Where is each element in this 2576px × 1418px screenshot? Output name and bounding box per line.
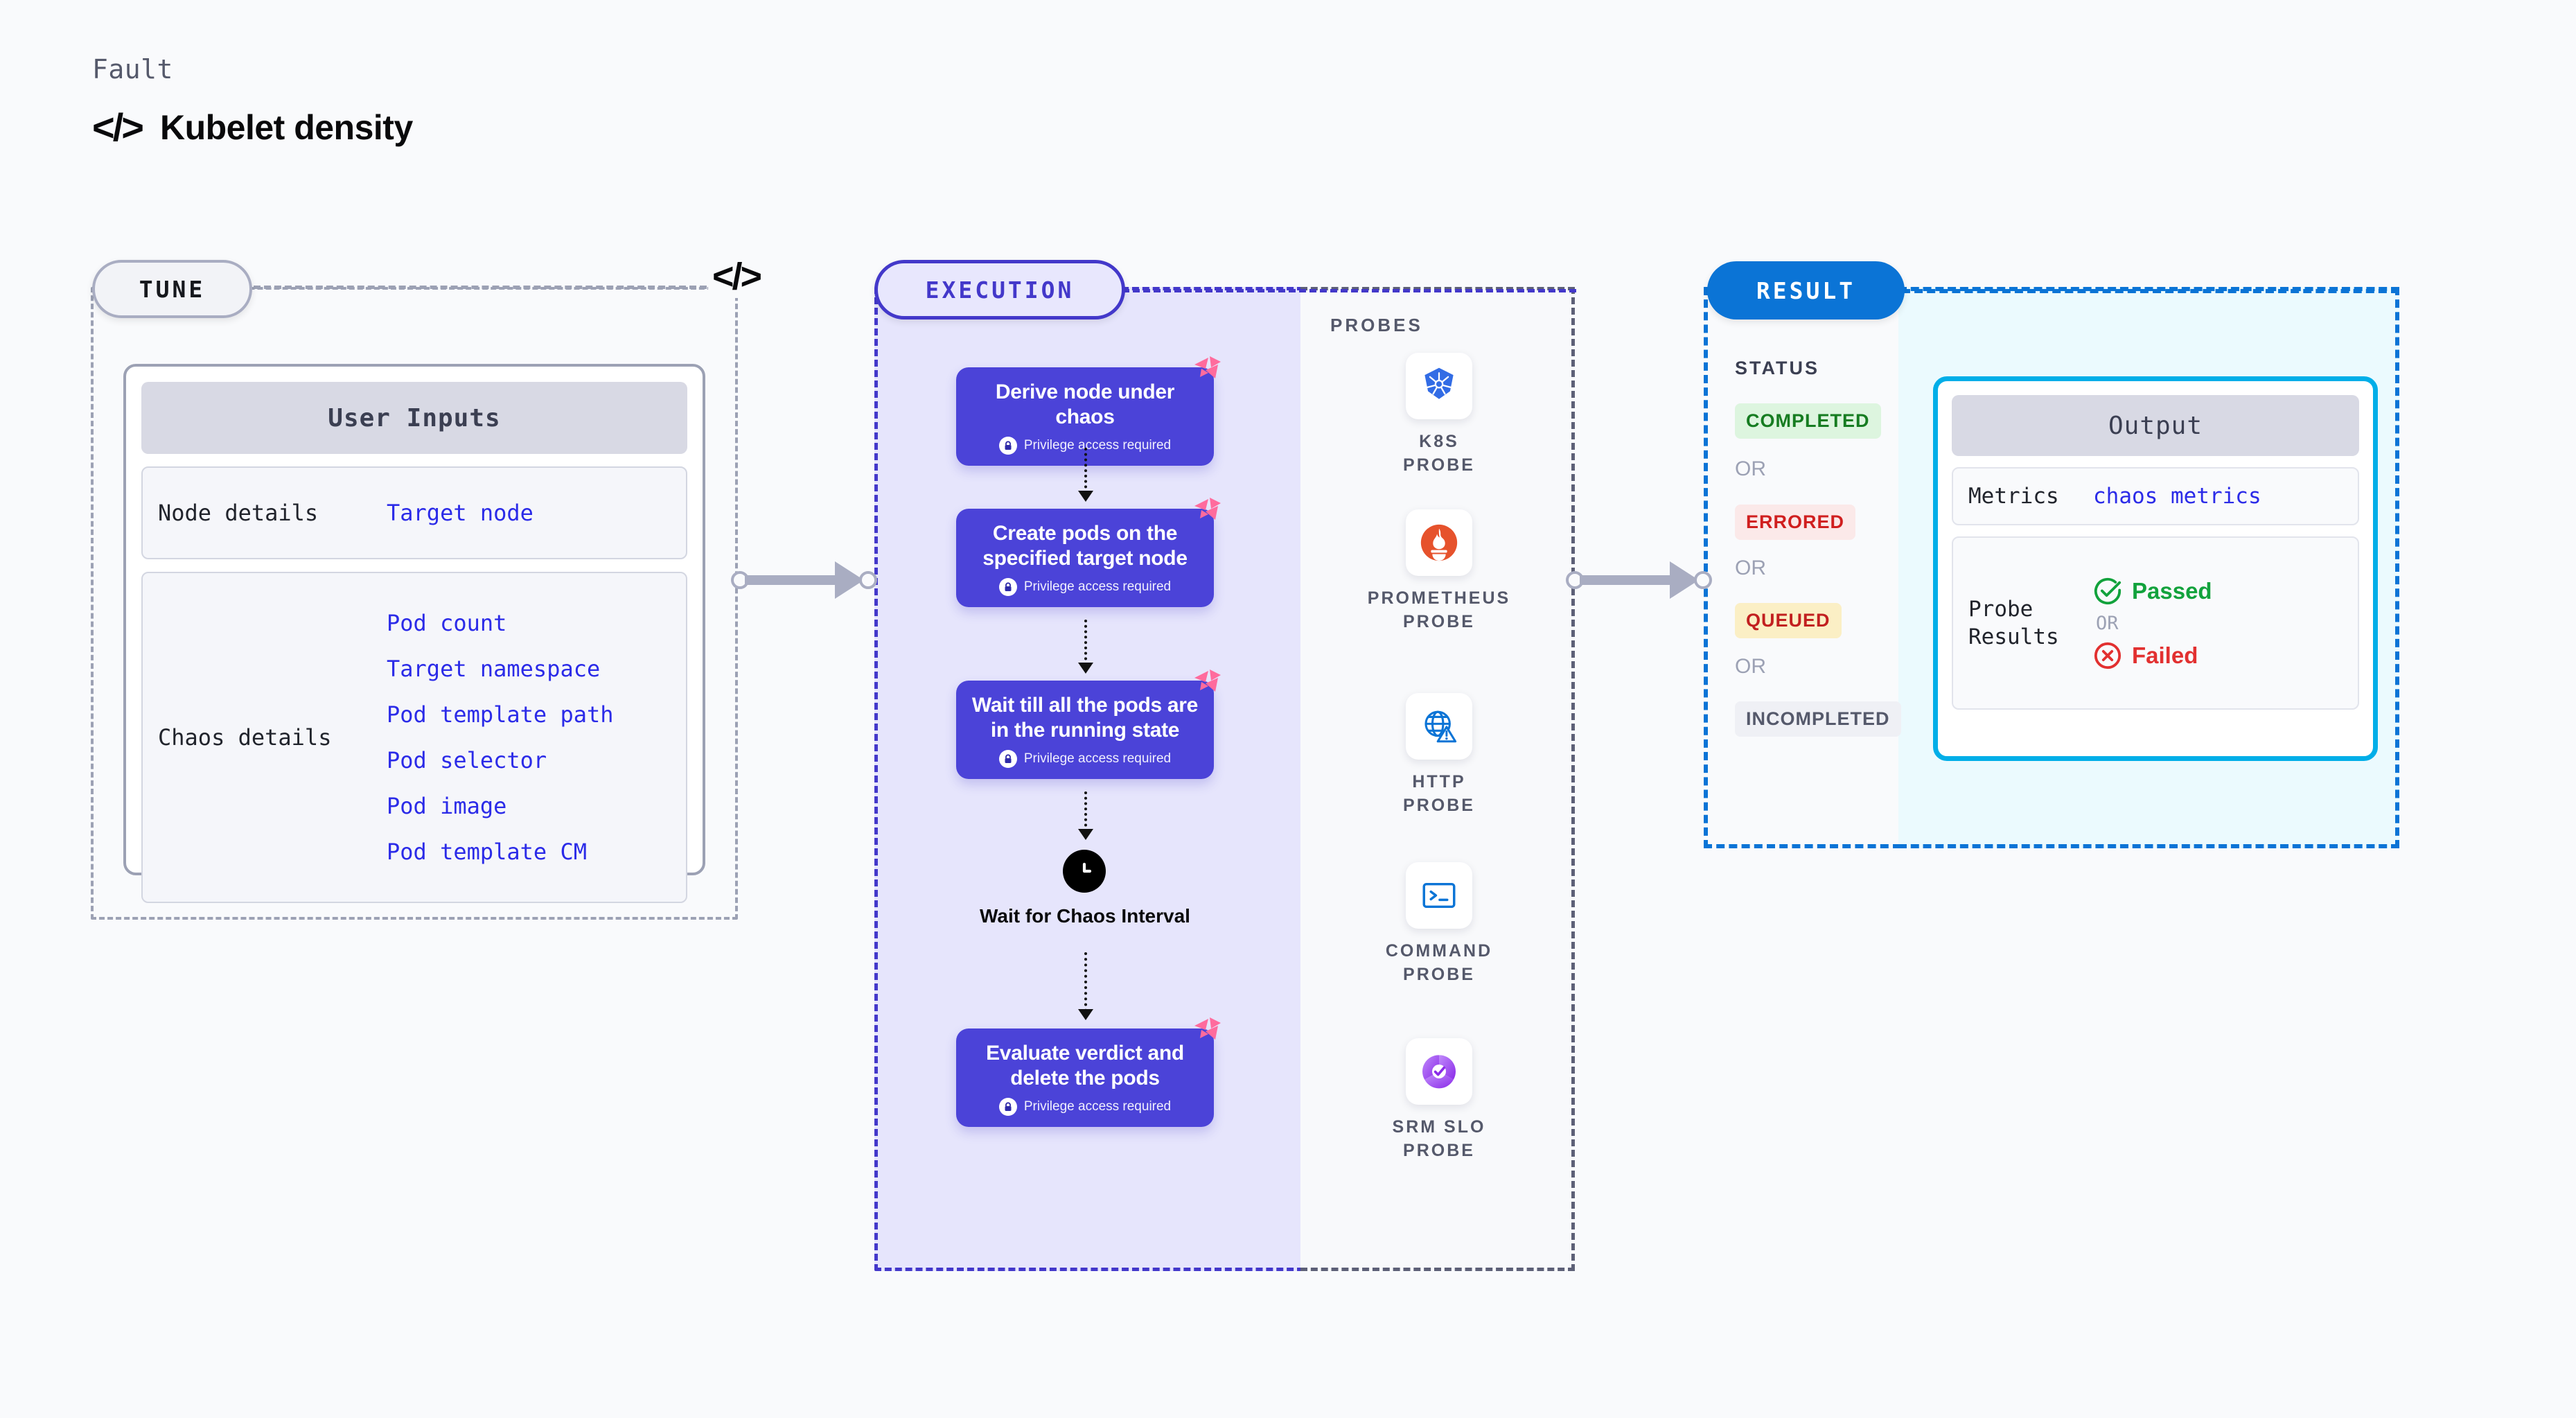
output-metrics-value[interactable]: chaos metrics [2093, 484, 2261, 509]
tune-header-dash [254, 286, 707, 289]
arrow-tune-to-execution [731, 561, 880, 599]
result-header-dash [1902, 289, 2399, 293]
harness-logo-icon [1194, 669, 1221, 692]
tune-row-label: Node details [158, 500, 319, 526]
tune-value-pod-template-path[interactable]: Pod template path [387, 701, 614, 728]
probe-label: K8S PROBE [1403, 432, 1475, 475]
status-heading: STATUS [1735, 358, 1819, 378]
flow-node-privilege-note: Privilege access required [970, 578, 1200, 596]
prometheus-icon [1406, 509, 1472, 576]
page-eyebrow: Fault [92, 54, 173, 85]
verdict-failed: Failed [2093, 641, 2212, 670]
privilege-note-text: Privilege access required [1023, 438, 1172, 453]
result-stage-box [1704, 287, 1901, 848]
privilege-note-text: Privilege access required [1023, 751, 1172, 766]
probe-label: SRM SLO PROBE [1392, 1117, 1486, 1160]
output-probe-results-label: Probe Results [1968, 596, 2059, 649]
tune-row-values: Target node [387, 500, 533, 526]
tune-value-pod-template-cm[interactable]: Pod template CM [387, 839, 587, 865]
lock-icon [998, 578, 1017, 596]
privilege-note-text: Privilege access required [1023, 579, 1172, 594]
lock-icon [998, 750, 1017, 768]
output-card-title: Output [1952, 395, 2359, 456]
flow-connector [1078, 448, 1093, 502]
probes-section-title: PROBES [1330, 315, 1423, 335]
tune-row-label: Chaos details [158, 724, 332, 751]
check-circle-icon [2094, 577, 2121, 604]
tune-value-pod-selector[interactable]: Pod selector [387, 747, 547, 773]
probe-srm-slo[interactable]: SRM SLO PROBE [1382, 1038, 1497, 1163]
tune-row-chaos-details[interactable]: Chaos details Pod count Target namespace… [141, 572, 687, 903]
page-title: Kubelet density [159, 108, 413, 147]
flow-node-create-pods[interactable]: Create pods on the specified target node… [956, 498, 1221, 607]
globe-warning-icon [1406, 693, 1472, 760]
flow-node-wait-pods-running[interactable]: Wait till all the pods are in the runnin… [956, 669, 1221, 779]
terminal-icon [1406, 862, 1472, 929]
page-title-row: </> Kubelet density [92, 107, 413, 148]
probe-prometheus[interactable]: PROMETHEUS PROBE [1368, 509, 1508, 634]
verdict-failed-label: Failed [2132, 642, 2198, 668]
status-badge-incompleted: INCOMPLETED [1735, 701, 1901, 737]
flow-node-privilege-note: Privilege access required [970, 437, 1200, 455]
tune-value-target-node[interactable]: Target node [387, 500, 533, 526]
status-or: OR [1735, 457, 1766, 480]
kubernetes-icon [1406, 353, 1472, 419]
tune-stage-pill[interactable]: TUNE [92, 260, 252, 318]
verdict-or: OR [2096, 612, 2119, 634]
output-metrics-label: Metrics [1968, 483, 2059, 509]
flow-node-privilege-note: Privilege access required [970, 1098, 1200, 1116]
probe-label: HTTP PROBE [1403, 772, 1475, 815]
status-badge-errored: ERRORED [1735, 505, 1856, 540]
tune-code-icon: </> [708, 255, 765, 298]
status-or: OR [1735, 557, 1766, 579]
harness-logo-icon [1194, 356, 1221, 378]
execution-stage-pill[interactable]: EXECUTION [874, 260, 1125, 320]
wait-for-chaos-interval-label: Wait for Chaos Interval [980, 905, 1190, 927]
output-row-metrics[interactable]: Metrics chaos metrics [1952, 467, 2359, 525]
flow-connector [1078, 620, 1093, 674]
result-stage-pill[interactable]: RESULT [1707, 261, 1905, 320]
output-row-probe-results[interactable]: Probe Results Passed OR Failed [1952, 536, 2359, 710]
flow-connector [1078, 952, 1093, 1020]
flow-node-evaluate-verdict[interactable]: Evaluate verdict and delete the pods Pri… [956, 1017, 1221, 1127]
srm-slo-icon [1406, 1038, 1472, 1105]
flow-node-title: Create pods on the specified target node [982, 522, 1188, 570]
verdict-passed-label: Passed [2132, 577, 2212, 604]
lock-icon [998, 437, 1017, 455]
flow-node-title: Derive node under chaos [995, 380, 1175, 428]
probe-label: PROMETHEUS PROBE [1367, 588, 1511, 631]
status-badge-queued: QUEUED [1735, 603, 1842, 638]
probes-stage-box [1300, 287, 1575, 1271]
privilege-note-text: Privilege access required [1023, 1099, 1172, 1114]
user-inputs-card-title: User Inputs [141, 382, 687, 454]
probe-command[interactable]: COMMAND PROBE [1382, 862, 1497, 987]
flow-node-title: Evaluate verdict and delete the pods [986, 1042, 1184, 1089]
status-or: OR [1735, 655, 1766, 678]
user-inputs-card: User Inputs Node details Target node Cha… [123, 364, 705, 903]
execution-header-dash [1122, 289, 1576, 292]
execution-flow: Derive node under chaos Privilege access… [874, 287, 1304, 1271]
harness-logo-icon [1194, 1017, 1221, 1040]
flow-node-title: Wait till all the pods are in the runnin… [971, 694, 1199, 742]
code-icon: </> [92, 105, 144, 149]
tune-value-pod-count[interactable]: Pod count [387, 610, 507, 636]
harness-logo-icon [1194, 498, 1221, 520]
probe-label: COMMAND PROBE [1385, 941, 1493, 984]
arrow-execution-to-result [1566, 561, 1715, 599]
verdict-passed: Passed [2093, 577, 2212, 606]
flow-connector [1078, 791, 1093, 840]
output-verdicts: Passed OR Failed [2093, 577, 2212, 670]
clock-icon [1063, 850, 1106, 893]
lock-icon [998, 1098, 1017, 1116]
tune-row-node-details[interactable]: Node details Target node [141, 466, 687, 559]
tune-value-pod-image[interactable]: Pod image [387, 793, 507, 819]
probe-http[interactable]: HTTP PROBE [1382, 693, 1497, 818]
output-card: Output Metrics chaos metrics Probe Resul… [1933, 376, 2378, 761]
probe-k8s[interactable]: K8S PROBE [1382, 353, 1497, 478]
status-badge-completed: COMPLETED [1735, 403, 1881, 439]
tune-value-target-namespace[interactable]: Target namespace [387, 656, 601, 682]
x-circle-icon [2094, 642, 2121, 669]
flow-node-privilege-note: Privilege access required [970, 750, 1200, 768]
tune-row-values: Pod count Target namespace Pod template … [387, 610, 614, 865]
